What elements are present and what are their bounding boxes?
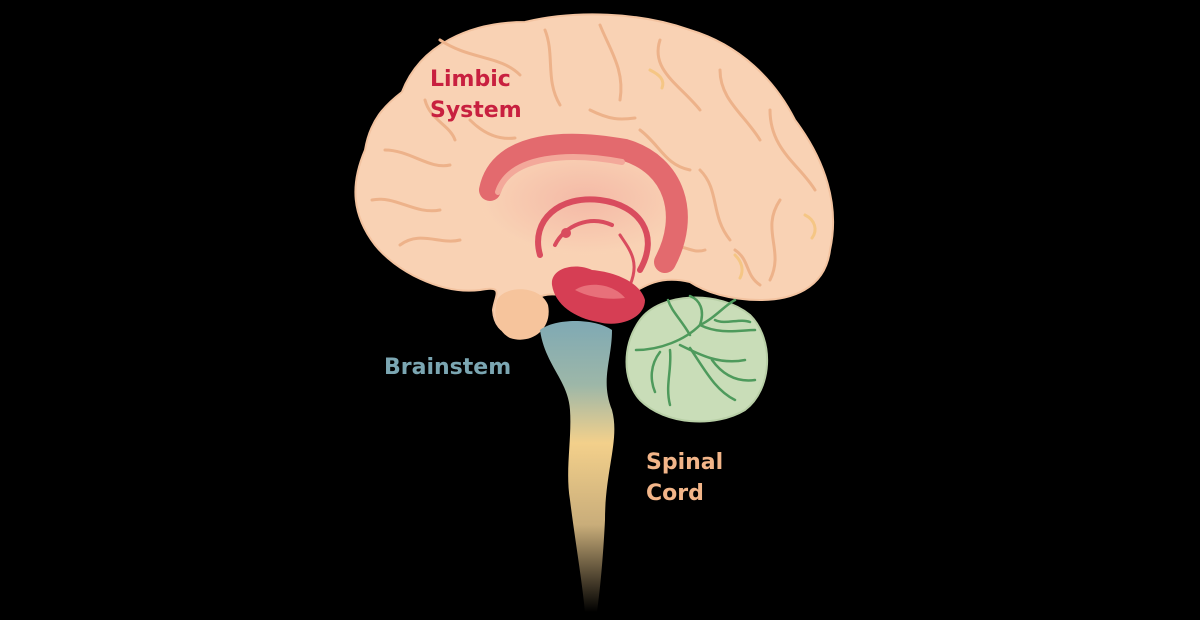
label-limbic-system: Limbic System: [430, 64, 522, 126]
limbic-fornix: [535, 196, 651, 273]
label-limbic-line1: Limbic: [430, 67, 511, 92]
spinal-cord: [540, 321, 615, 612]
label-spinal-line2: Cord: [646, 481, 704, 506]
label-limbic-line2: System: [430, 98, 522, 123]
sulci: [370, 23, 817, 287]
label-spinal-line1: Spinal: [646, 450, 724, 475]
cerebellum-branches: [634, 294, 757, 407]
label-brainstem-text: Brainstem: [384, 355, 512, 380]
temporal-lobe: [495, 289, 549, 340]
limbic-cingulate: [479, 133, 688, 273]
label-brainstem: Brainstem: [384, 352, 511, 383]
label-spinal-cord: Spinal Cord: [646, 447, 723, 509]
